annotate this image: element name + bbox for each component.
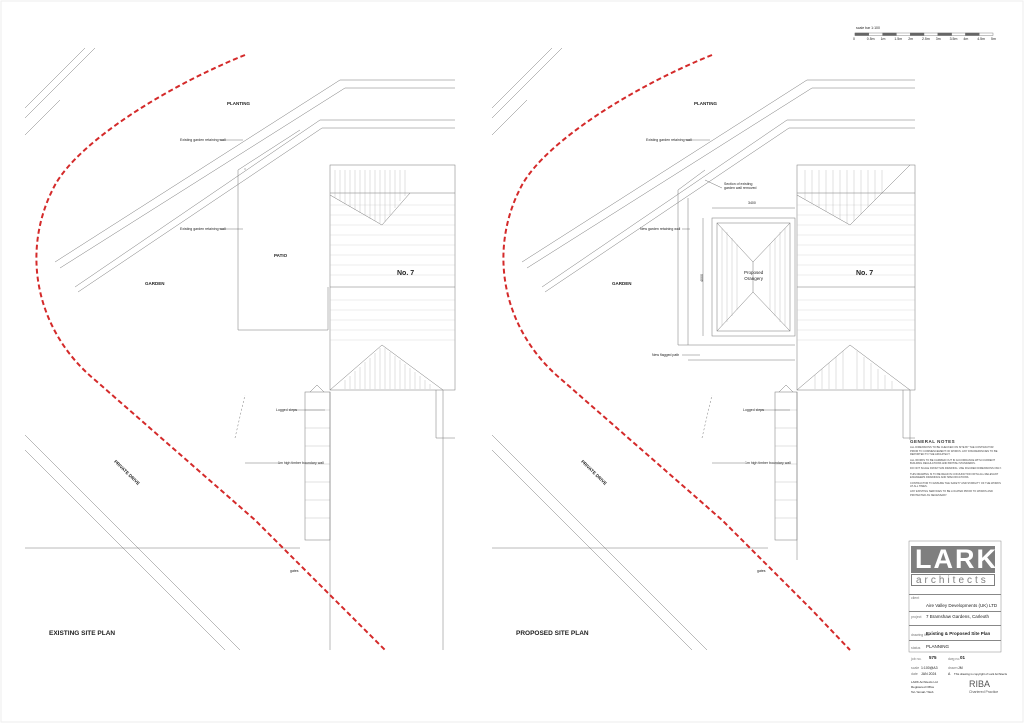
proposed-wall-note-1: Existing garden retaining wall — [646, 138, 692, 142]
proposed-garden-label: GARDEN — [612, 281, 632, 286]
general-note-item: ALL WORKS TO BE CARRIED OUT IN ACCORDANC… — [910, 458, 996, 466]
existing-gates-label: gates — [290, 569, 299, 573]
tb-project-label: project — [911, 615, 922, 619]
proposed-wall-removal-note: Section of existing garden wall removed — [724, 182, 757, 190]
proposed-wall-note-2: New garden retaining wall — [640, 227, 681, 231]
tb-address-line3: Tel / Email / Web — [911, 690, 934, 694]
tb-scale-value: 1:100@A3 — [921, 666, 938, 670]
scale-bar-tick-label: 0 — [853, 37, 855, 41]
proposed-house-label: No. 7 — [856, 270, 874, 277]
existing-planting-label: PLANTING — [227, 101, 250, 106]
orangery-label-line2: Orangery — [744, 276, 764, 281]
tb-status-value: PLANNING — [926, 644, 950, 649]
site-boundary-existing — [35, 54, 386, 651]
proposed-path-note: New flagged path — [652, 353, 680, 357]
existing-plan — [24, 47, 456, 651]
existing-patio-label: PATIO — [274, 253, 288, 258]
orangery-depth-dimension: 4000 — [699, 274, 704, 282]
tb-rev-value: A — [948, 672, 951, 676]
proposed-steps-note: Logged steps — [743, 408, 765, 412]
proposed-plan — [491, 47, 916, 651]
tb-copyright: This drawing is copyright of Lark Archit… — [954, 672, 1008, 676]
existing-boundary-note: 1m high timber boundary wall — [278, 461, 324, 465]
scale-bar-tick-label: 0.5m — [866, 37, 875, 41]
proposed-gates-label: gates — [757, 569, 766, 573]
riba-chartered-practice: Chartered Practice — [969, 690, 999, 694]
riba-logo: RIBA — [969, 679, 991, 689]
existing-wall-note-2: Existing garden retaining wall — [180, 227, 226, 231]
scale-bar-tick-label: 2m — [908, 37, 914, 41]
general-note-item: THIS DRAWING IS TO BE READ IN CONJUNCTIO… — [910, 472, 999, 480]
orangery-label-line1: Proposed — [744, 270, 764, 275]
tb-dwg-label: dwg no. — [948, 657, 961, 661]
tb-scale-label: scale — [911, 666, 920, 670]
existing-wall-note-1: Existing garden retaining wall — [180, 138, 226, 142]
tb-date-label: date — [911, 672, 918, 676]
proposed-boundary-note: 1m high timber boundary wall — [745, 461, 791, 465]
general-note-item: ALL DIMENSIONS TO BE CHECKED ON SITE BY … — [910, 446, 998, 457]
site-boundary-proposed — [502, 54, 851, 651]
tb-date-value: JAN 2024 — [921, 672, 937, 676]
general-note-item: DO NOT SCALE FROM THIS DRAWING. USE FIGU… — [910, 467, 1002, 471]
general-note-item: CONTRACTOR TO ENSURE THE SAFETY AND STAB… — [910, 481, 1001, 489]
scale-bar-tick-label: 3.5m — [949, 37, 958, 41]
logo-word-architects: architects — [916, 575, 989, 586]
tb-job-label: job no. — [911, 657, 922, 661]
scale-bar-tick-label: 1m — [880, 37, 886, 41]
title-block: client Aire Valley Developments (UK) LTD… — [909, 541, 1001, 652]
scale-bar-tick-label: 1.5m — [894, 37, 903, 41]
general-notes-title: GENERAL NOTES — [910, 439, 956, 444]
lark-architects-logo: LARK architects — [911, 544, 998, 588]
general-notes: GENERAL NOTES ALL DIMENSIONS TO BE CHECK… — [910, 439, 1002, 499]
existing-plan-title: EXISTING SITE PLAN — [49, 630, 116, 637]
scale-bar-tick-label: 5m — [991, 37, 996, 41]
existing-house-label: No. 7 — [397, 270, 415, 277]
orangery-width-dimension: 3400 — [748, 201, 756, 205]
tb-address-line2: Registered Office — [911, 685, 935, 689]
scale-bar-tick-label: 3m — [935, 37, 941, 41]
scale-bar-tick-label: 4m — [963, 37, 969, 41]
scale-bar-tick-label: 4.5m — [977, 37, 985, 41]
tb-drawn-label: drawn — [948, 666, 958, 670]
scale-bar-label: scale bar 1:100 — [856, 26, 880, 30]
existing-steps-note: Logged steps — [276, 408, 298, 412]
logo-word-lark: LARK — [915, 544, 998, 574]
tb-address-line1: LARK Architects Ltd — [911, 680, 938, 684]
tb-project-value: 7 Bramshaw Gardens, Carleoth — [926, 614, 990, 619]
tb-job-value: 575 — [929, 655, 937, 660]
existing-garden-label: GARDEN — [145, 281, 165, 286]
tb-client-value: Aire Valley Developments (UK) LTD — [926, 603, 998, 608]
title-block-frame — [908, 540, 1002, 653]
tb-drawing-label: drawing title — [911, 633, 930, 637]
tb-dwg-value: 01 — [960, 655, 966, 660]
tb-drawn-value: JM — [958, 666, 963, 670]
scale-bar — [854, 32, 994, 36]
orangery-label: Proposed Orangery — [744, 270, 763, 282]
general-note-item: ANY EXISTING SERVICES TO BE LOCATED PRIO… — [910, 490, 993, 497]
tb-status-label: status — [911, 646, 921, 650]
tb-client-label: client — [911, 596, 920, 600]
tb-drawing-value: Existing & Proposed Site Plan — [926, 631, 991, 636]
scale-bar-tick-label: 2.5m — [922, 37, 930, 41]
proposed-plan-title: PROPOSED SITE PLAN — [516, 630, 589, 637]
proposed-planting-label: PLANTING — [694, 101, 717, 106]
